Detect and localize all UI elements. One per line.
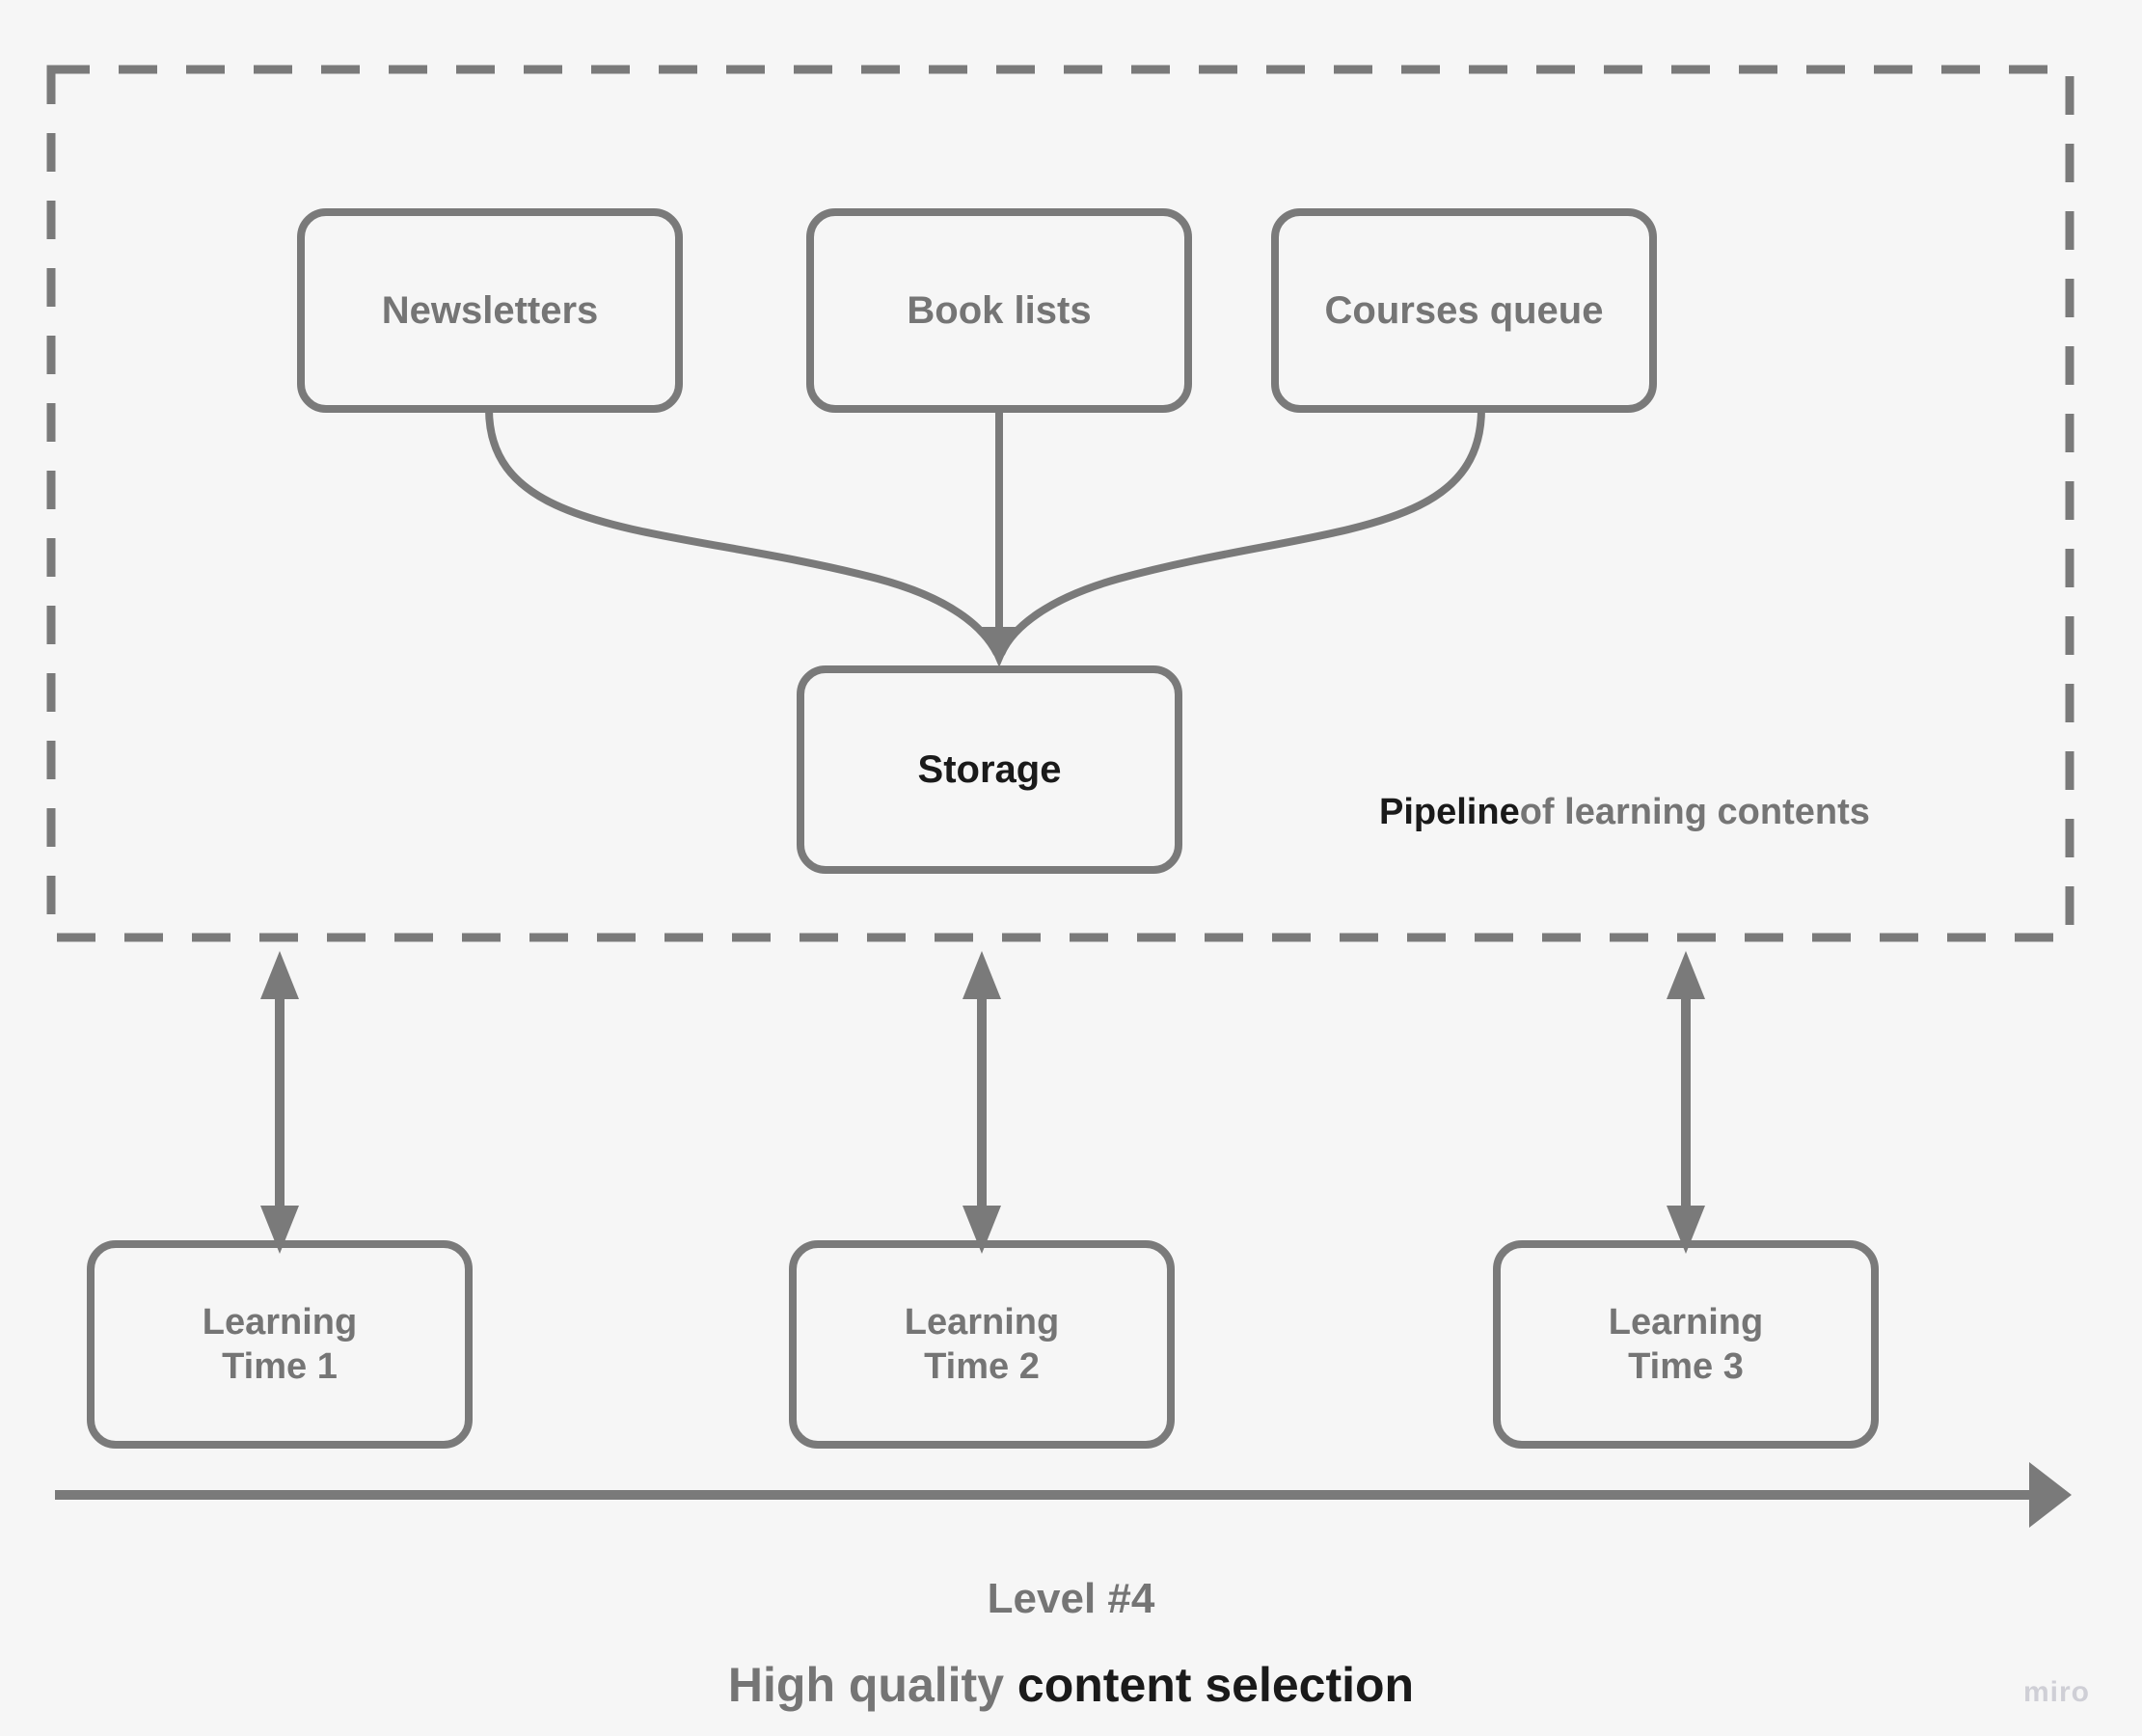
- node-storage-box[interactable]: [797, 665, 1182, 874]
- edge-into-storage-arrowhead: [982, 627, 1017, 667]
- pipeline-dashed-frame: [46, 65, 2074, 942]
- node-learning-time-2-box[interactable]: [789, 1240, 1175, 1449]
- edge-pipeline-to-learning-time-2: [963, 951, 1001, 1254]
- edge-newsletters-to-storage: [485, 408, 1001, 656]
- footer-subtitle-dark: content selection: [1017, 1658, 1415, 1712]
- footer-level-label: Level #4: [987, 1575, 1155, 1622]
- edge-pipeline-to-learning-time-3: [1667, 951, 1705, 1254]
- footer-subtitle-gray: High quality: [727, 1658, 1017, 1712]
- miro-watermark: miro: [2023, 1676, 2091, 1708]
- footer-subtitle: High quality content selection: [0, 1657, 2142, 1713]
- edge-courses-queue-to-storage: [997, 408, 1485, 656]
- node-learning-time-3-box[interactable]: [1493, 1240, 1879, 1449]
- timeline-axis-arrow: [55, 1462, 2072, 1528]
- node-courses-queue-box[interactable]: [1271, 208, 1657, 413]
- node-newsletters-box[interactable]: [297, 208, 683, 413]
- node-book-lists-box[interactable]: [806, 208, 1192, 413]
- edge-pipeline-to-learning-time-1: [260, 951, 299, 1254]
- node-learning-time-1-box[interactable]: [87, 1240, 473, 1449]
